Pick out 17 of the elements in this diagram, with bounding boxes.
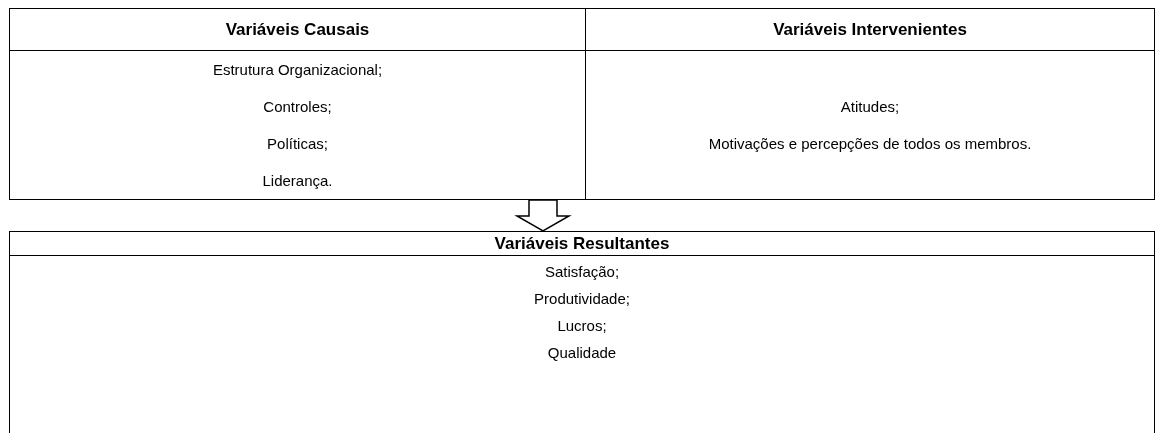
list-item: Liderança. — [262, 171, 333, 191]
list-item: Satisfação; — [544, 262, 620, 282]
table-column — [585, 8, 1155, 200]
list-item: Motivações e percepções de todos os membros. — [708, 134, 1032, 154]
table-column — [9, 8, 586, 200]
list-item: Controles; — [263, 97, 332, 117]
block-arrow — [514, 199, 572, 232]
column-header: Variáveis Intervenientes — [773, 19, 967, 40]
column-header: Variáveis Resultantes — [494, 233, 670, 254]
list-item: Qualidade — [547, 343, 617, 363]
list-item: Políticas; — [267, 134, 328, 154]
list-item: Produtividade; — [534, 289, 630, 309]
list-item: Estrutura Organizacional; — [212, 60, 383, 80]
column-header: Variáveis Causais — [225, 19, 370, 40]
list-item: Lucros; — [557, 316, 607, 336]
list-item: Atitudes; — [840, 97, 900, 117]
table-column — [9, 231, 1155, 433]
